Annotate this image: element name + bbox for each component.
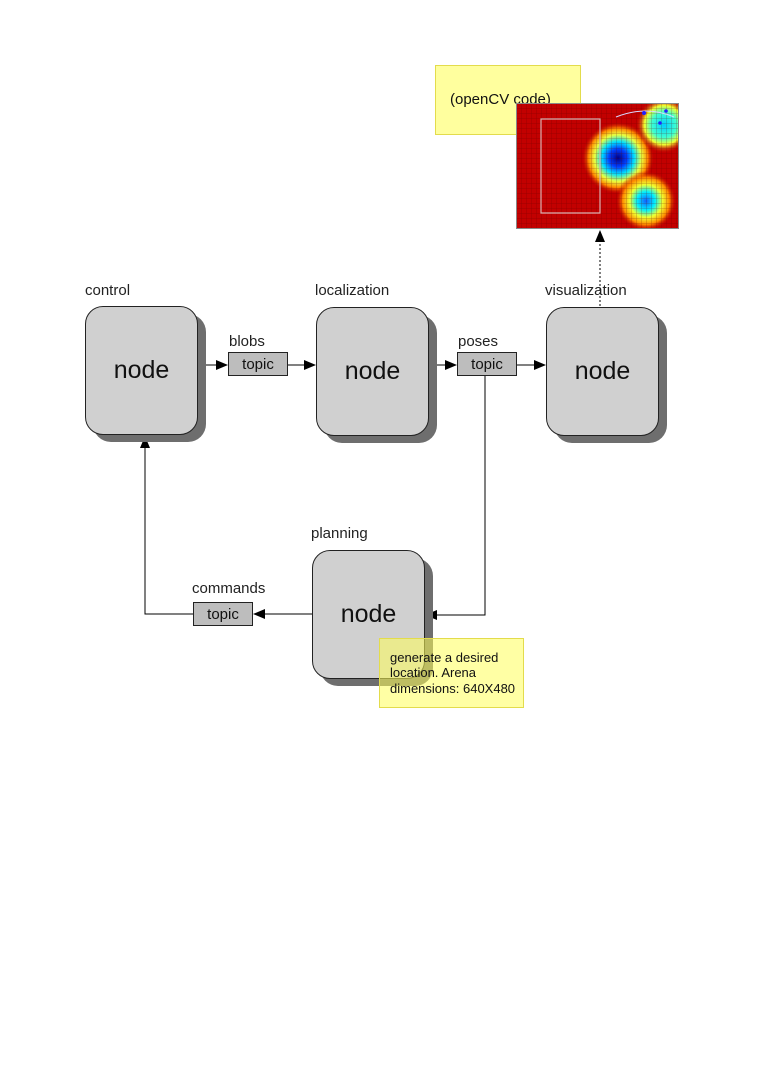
- control-label: control: [85, 282, 131, 299]
- localization-label: localization: [315, 282, 390, 299]
- planning-note-line-1: generate a desired: [390, 650, 499, 665]
- commands-topic-label: commands: [192, 580, 266, 597]
- planning-label: planning: [311, 525, 368, 542]
- blobs-topic[interactable]: topic: [228, 352, 288, 376]
- planning-note: generate a desired location. Arena dimen…: [379, 638, 524, 708]
- blobs-topic-label: blobs: [229, 333, 265, 350]
- poses-topic-label: poses: [458, 333, 499, 350]
- opencv-heatmap-thumbnail: [516, 103, 679, 229]
- poses-topic[interactable]: topic: [457, 352, 517, 376]
- planning-note-line-3: dimensions: 640X480: [390, 681, 516, 696]
- commands-topic[interactable]: topic: [193, 602, 253, 626]
- edge-commands-to-control: [140, 436, 193, 615]
- control-node[interactable]: node: [85, 306, 198, 435]
- planning-note-line-2: location. Arena: [390, 665, 477, 680]
- edge-poses-to-planning: [425, 376, 486, 620]
- visualization-node[interactable]: node: [546, 307, 659, 436]
- visualization-label: visualization: [545, 282, 627, 299]
- localization-node[interactable]: node: [316, 307, 429, 436]
